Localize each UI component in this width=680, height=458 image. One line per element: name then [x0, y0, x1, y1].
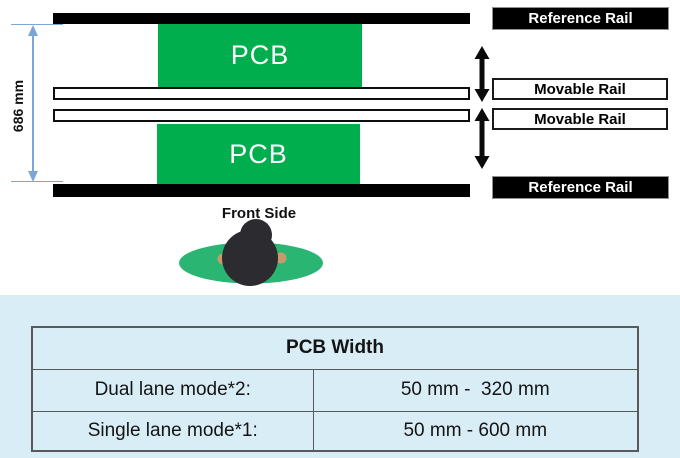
- front-side-label: Front Side: [221, 205, 297, 222]
- table-row: Single lane mode*1: 50 mm - 600 mm: [31, 410, 639, 452]
- dual-lane-mode-label: Dual lane mode*2:: [31, 368, 314, 412]
- dimension-arrow-icon: [28, 25, 38, 182]
- table-title: PCB Width: [31, 326, 639, 370]
- dimension-tick-top: [11, 24, 63, 25]
- dimension-label: 686 mm: [10, 79, 26, 133]
- spec-band: PCB Width Dual lane mode*2: 50 mm - 320 …: [0, 295, 680, 458]
- pcb-top-label: PCB: [230, 40, 290, 70]
- movable-rail-bottom-tag: Movable Rail: [492, 108, 668, 130]
- operator-top-view-icon: [179, 219, 323, 286]
- reference-rail-bottom-tag-label: Reference Rail: [528, 179, 633, 196]
- dimension-label-wrap: 686 mm: [3, 74, 33, 138]
- vertical-double-arrow-bottom-icon: [474, 108, 490, 169]
- single-lane-mode-value: 50 mm - 600 mm: [312, 410, 639, 452]
- movable-rail-bottom-tag-label: Movable Rail: [534, 110, 626, 128]
- movable-rail-top-tag-label: Movable Rail: [534, 80, 626, 98]
- movable-rail-bottom: [53, 109, 470, 122]
- movable-rail-top: [53, 87, 470, 100]
- pcb-bottom-block: PCB: [157, 124, 360, 184]
- reference-rail-bottom-tag: Reference Rail: [492, 176, 669, 199]
- reference-rail-top-tag-label: Reference Rail: [528, 10, 633, 27]
- movable-rail-top-tag: Movable Rail: [492, 78, 668, 100]
- reference-rail-top-tag: Reference Rail: [492, 7, 669, 30]
- table-header-row: PCB Width: [31, 326, 639, 370]
- reference-rail-top-bar: [53, 13, 470, 24]
- reference-rail-bottom-bar: [53, 184, 470, 197]
- table-row: Dual lane mode*2: 50 mm - 320 mm: [31, 368, 639, 412]
- single-lane-mode-label: Single lane mode*1:: [31, 410, 314, 452]
- pcb-bottom-label: PCB: [229, 138, 288, 169]
- dual-lane-mode-value: 50 mm - 320 mm: [312, 368, 639, 412]
- pcb-top-block: PCB: [158, 24, 362, 87]
- vertical-double-arrow-top-icon: [474, 46, 490, 102]
- dimension-tick-bottom: [11, 181, 63, 182]
- pcb-width-table: PCB Width Dual lane mode*2: 50 mm - 320 …: [31, 326, 640, 452]
